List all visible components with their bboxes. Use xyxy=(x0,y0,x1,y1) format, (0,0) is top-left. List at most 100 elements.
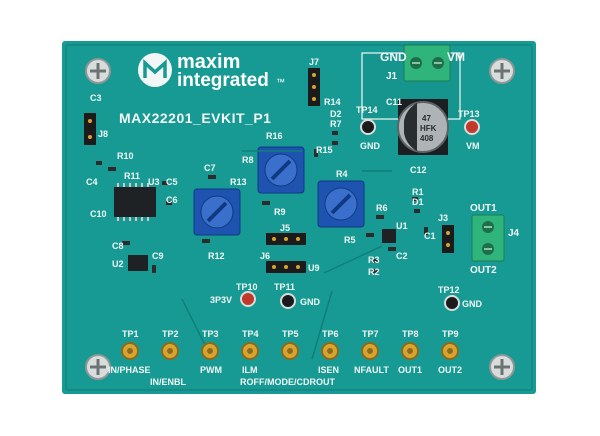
tp14-gnd-label: GND xyxy=(360,141,381,151)
electrolytic-capacitor-c11: 47 HFK 408 xyxy=(397,99,449,155)
ref-d1: D1 xyxy=(412,197,424,207)
ref-r15: R15 xyxy=(316,145,333,155)
ref-r11: R11 xyxy=(124,171,140,181)
testpoint-tp8 xyxy=(401,342,419,360)
potentiometer-r4 xyxy=(317,180,365,228)
ic-u3 xyxy=(114,183,156,221)
cap-marking-1: 47 xyxy=(422,114,431,123)
mounting-hole-br xyxy=(489,354,515,380)
mounting-hole-tr xyxy=(489,58,515,84)
ref-c7: C7 xyxy=(204,163,216,173)
tp3-ref: TP3 xyxy=(202,329,219,339)
tp1-ref: TP1 xyxy=(122,329,139,339)
logo-line1: maxim xyxy=(177,51,240,73)
ref-r6: R6 xyxy=(376,203,388,213)
testpoint-tp4 xyxy=(241,342,259,360)
tp11-ref: TP11 xyxy=(274,282,295,292)
pcb-substrate xyxy=(62,41,536,394)
ref-c10: C10 xyxy=(90,209,107,219)
ic-u1 xyxy=(382,229,396,243)
j1-gnd-label: GND xyxy=(380,50,407,64)
potentiometer-r8 xyxy=(257,146,305,194)
j1-vm-label: VM xyxy=(447,50,465,64)
ref-u9: U9 xyxy=(308,263,320,273)
tp9-ref: TP9 xyxy=(442,329,459,339)
ref-r10: R10 xyxy=(117,151,134,161)
ref-c12: C12 xyxy=(410,165,427,175)
testpoint-tp5 xyxy=(281,342,299,360)
logo-line2: integrated xyxy=(177,70,269,91)
mounting-hole-tl xyxy=(85,58,111,84)
ref-c9: C9 xyxy=(152,251,164,261)
logo-tm: ™ xyxy=(276,77,285,87)
testpoint-tp6 xyxy=(321,342,339,360)
ref-d2: D2 xyxy=(330,109,342,119)
ref-u1: U1 xyxy=(396,221,408,231)
j4-out2-label: OUT2 xyxy=(470,265,497,276)
pcb-drawing: maxim integrated ™ MAX22201_EVKIT_P1 GND… xyxy=(62,41,536,394)
tp6-ref: TP6 xyxy=(322,329,339,339)
tp5-ref: TP5 xyxy=(282,329,299,339)
j4-ref: J4 xyxy=(508,228,520,239)
ref-r2: R2 xyxy=(368,267,380,277)
testpoint-tp1 xyxy=(121,342,139,360)
ref-c6: C6 xyxy=(166,195,178,205)
ref-c2: C2 xyxy=(396,251,408,261)
ref-r13: R13 xyxy=(230,177,247,187)
ref-r3: R3 xyxy=(368,255,380,265)
tp4-label: ILM xyxy=(242,365,258,375)
maxim-logo: maxim integrated ™ xyxy=(138,51,285,91)
ref-tp13: TP13 xyxy=(458,109,480,119)
ref-r1: R1 xyxy=(412,187,424,197)
ref-j6: J6 xyxy=(260,251,270,261)
ref-r16: R16 xyxy=(266,131,283,141)
ref-r5: R5 xyxy=(344,235,356,245)
ref-c1: C1 xyxy=(424,231,436,241)
cap-marking-3: 408 xyxy=(420,134,434,143)
ref-j8: J8 xyxy=(98,129,108,139)
ref-j7: J7 xyxy=(309,57,319,67)
mounting-hole-bl xyxy=(85,354,111,380)
ref-u3: U3 xyxy=(148,177,160,187)
tp8-ref: TP8 xyxy=(402,329,419,339)
tp1-label: IN/PHASE xyxy=(108,365,151,375)
ref-r9: R9 xyxy=(274,207,286,217)
ref-r4: R4 xyxy=(336,169,348,179)
ref-c8: C8 xyxy=(112,241,124,251)
header-j5 xyxy=(266,233,306,245)
tp9-label: OUT2 xyxy=(438,365,462,375)
ref-c4: C4 xyxy=(86,177,98,187)
tp2-ref: TP2 xyxy=(162,329,179,339)
testpoint-tp11 xyxy=(280,293,296,309)
ref-r12: R12 xyxy=(208,251,225,261)
header-j3 xyxy=(442,225,454,253)
ref-c11: C11 xyxy=(386,97,402,107)
potentiometer-r13 xyxy=(193,188,241,236)
tp8-label: OUT1 xyxy=(398,365,422,375)
tp10-3p3v-label: 3P3V xyxy=(210,295,232,305)
ref-r7: R7 xyxy=(330,119,342,129)
group-label-in-enbl: IN/ENBL xyxy=(150,377,187,387)
tp12-gnd-label: GND xyxy=(462,299,483,309)
group-label-roff-mode-cdrout: ROFF/MODE/CDROUT xyxy=(240,377,335,387)
testpoint-tp13 xyxy=(464,119,480,135)
tp3-label: PWM xyxy=(200,365,222,375)
j4-out1-label: OUT1 xyxy=(470,203,497,214)
testpoint-tp9 xyxy=(441,342,459,360)
testpoint-tp3 xyxy=(201,342,219,360)
board-name: MAX22201_EVKIT_P1 xyxy=(119,110,271,126)
j1-ref: J1 xyxy=(386,71,398,82)
tp13-vm-label: VM xyxy=(466,141,480,151)
evaluation-board-photo: maxim integrated ™ MAX22201_EVKIT_P1 GND… xyxy=(62,41,536,394)
ref-j3: J3 xyxy=(438,213,448,223)
bottom-testpoint-row xyxy=(121,342,459,360)
testpoint-tp10 xyxy=(240,291,256,307)
testpoint-tp14 xyxy=(360,119,376,135)
tp6-label: ISEN xyxy=(318,365,339,375)
tp7-label: NFAULT xyxy=(354,365,389,375)
header-j7 xyxy=(308,68,320,106)
ref-u2: U2 xyxy=(112,259,124,269)
output-terminal-block-j4 xyxy=(471,214,505,262)
ref-r8: R8 xyxy=(242,155,254,165)
ref-r14: R14 xyxy=(324,97,341,107)
